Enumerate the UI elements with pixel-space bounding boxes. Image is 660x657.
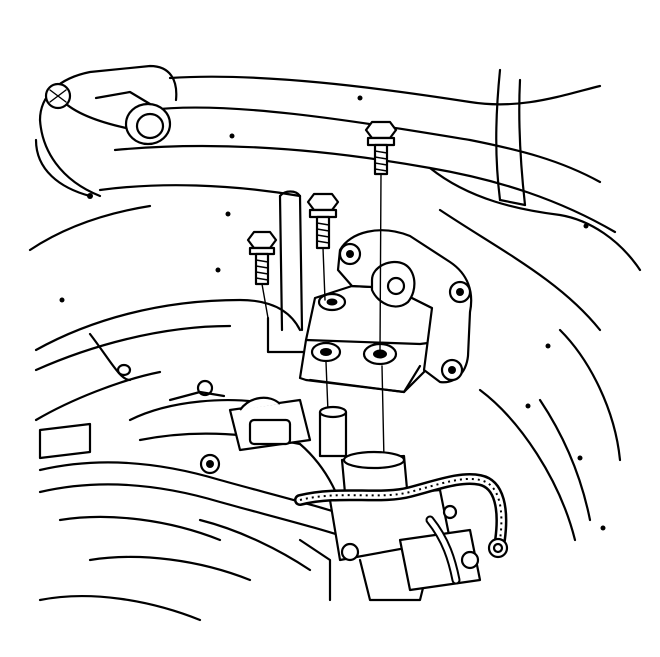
frame-arch xyxy=(34,190,308,422)
transmission-assembly xyxy=(38,379,482,622)
mount-bracket xyxy=(298,284,438,394)
body-mount-plate xyxy=(336,229,473,384)
mount-bolt-right xyxy=(364,120,398,353)
upper-left-component xyxy=(34,64,178,199)
mount-bolt-left xyxy=(246,230,278,319)
panel-holes xyxy=(59,95,606,531)
body-panel-lines xyxy=(28,68,642,542)
mount-bolt-center xyxy=(306,192,340,301)
wiring-harness xyxy=(294,472,509,585)
